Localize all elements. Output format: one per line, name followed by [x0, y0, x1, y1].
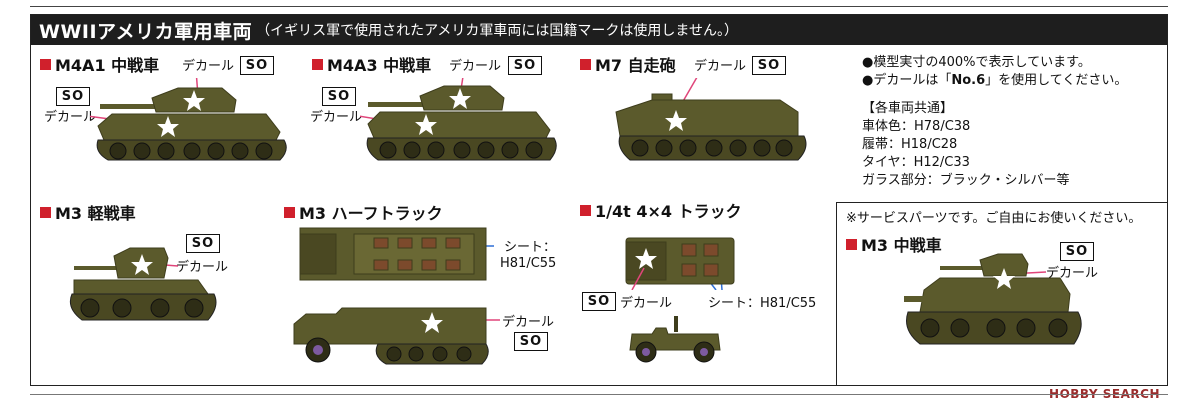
m4a1-sherman-illustration: [90, 78, 287, 161]
spec-tracks: 履帯：H18/C28: [862, 137, 958, 152]
m4a3-sherman-illustration: [360, 78, 557, 161]
spec-glass: ガラス部分：ブラック・シルバー等: [862, 173, 1070, 188]
m3-medium-decal-label: デカール: [1046, 266, 1099, 281]
section-note: （イギリス軍で使用されたアメリカ軍車両には国籍マークは使用しません。）: [256, 23, 738, 39]
red-square-icon: [312, 58, 323, 70]
bottom-rule: [30, 394, 1168, 395]
red-square-icon: [284, 206, 295, 218]
info-notes: ●模型実寸の400%で表示しています。 ●デカールは「No.6」を使用してくださ…: [862, 54, 1127, 90]
m3-halftrack-decal-label: デカール: [502, 315, 555, 330]
m4a3-title: M4A3 中戦車: [312, 52, 431, 76]
m3-lee-illustration: [904, 253, 1082, 345]
m3-halftrack-seat-label-1: シート：: [504, 240, 557, 255]
jeep-decal-label: デカール: [620, 296, 673, 311]
m4a3-decal-badge-top: SO: [508, 56, 542, 75]
jeep-seat-label: シート：H81/C55: [708, 296, 817, 311]
jeep-decal-badge: SO: [582, 292, 616, 311]
info-scale-note: ●模型実寸の400%で表示しています。: [862, 55, 1091, 70]
m3-medium-decal-badge: SO: [1060, 242, 1094, 261]
m7-priest-illustration: [615, 78, 807, 161]
m4a3-decal-label-top: デカール: [449, 59, 502, 74]
m7-title: M7 自走砲: [580, 52, 676, 76]
section-header: WWIIアメリカ軍用車両 （イギリス軍で使用されたアメリカ軍車両には国籍マークは…: [31, 15, 1167, 45]
m3-light-title: M3 軽戦車: [40, 200, 136, 224]
service-parts-box: [836, 202, 1168, 386]
m4a1-decal-label-side: デカール: [44, 110, 97, 125]
red-square-icon: [846, 238, 857, 250]
m4a1-decal-badge-top: SO: [240, 56, 274, 75]
m7-decal-badge: SO: [752, 56, 786, 75]
jeep-top-view: [625, 237, 735, 290]
m3-halftrack-title: M3 ハーフトラック: [284, 200, 443, 224]
m3-stuart-illustration: [69, 247, 217, 321]
top-rule: [30, 0, 1168, 7]
jeep-title: 1/4t 4×4 トラック: [580, 198, 742, 222]
m3-medium-title: M3 中戦車: [846, 232, 942, 256]
m3-light-decal-label: デカール: [176, 260, 229, 275]
common-specs: 【各車両共通】 車体色：H78/C38 履帯：H18/C28 タイヤ：H12/C…: [862, 100, 1069, 190]
m3-halftrack-decal-badge: SO: [514, 332, 548, 351]
m3-halftrack-side-view: [293, 307, 500, 365]
red-square-icon: [40, 58, 51, 70]
common-heading: 【各車両共通】: [862, 101, 954, 116]
info-decal-note: ●デカールは「No.6」を使用してください。: [862, 73, 1128, 88]
m4a3-decal-label-side: デカール: [310, 110, 363, 125]
m7-decal-label: デカール: [694, 59, 747, 74]
spec-tires: タイヤ：H12/C33: [862, 155, 970, 170]
spec-body-color: 車体色：H78/C38: [862, 119, 971, 134]
red-square-icon: [580, 58, 591, 70]
m4a1-title: M4A1 中戦車: [40, 52, 159, 76]
m4a1-decal-badge-side: SO: [56, 87, 90, 106]
section-title: WWIIアメリカ軍用車両: [39, 20, 253, 43]
service-note: ※サービスパーツです。ご自由にお使いください。: [846, 211, 1142, 226]
m3-light-decal-badge: SO: [186, 234, 220, 253]
m4a3-decal-badge-side: SO: [322, 87, 356, 106]
red-square-icon: [40, 206, 51, 218]
m4a1-decal-label-top: デカール: [182, 59, 235, 74]
jeep-side-view: [629, 316, 721, 363]
section-frame: [30, 14, 1168, 386]
red-square-icon: [580, 204, 591, 216]
m3-halftrack-seat-label-2: H81/C55: [500, 256, 557, 271]
m3-halftrack-top-view: [299, 227, 494, 281]
